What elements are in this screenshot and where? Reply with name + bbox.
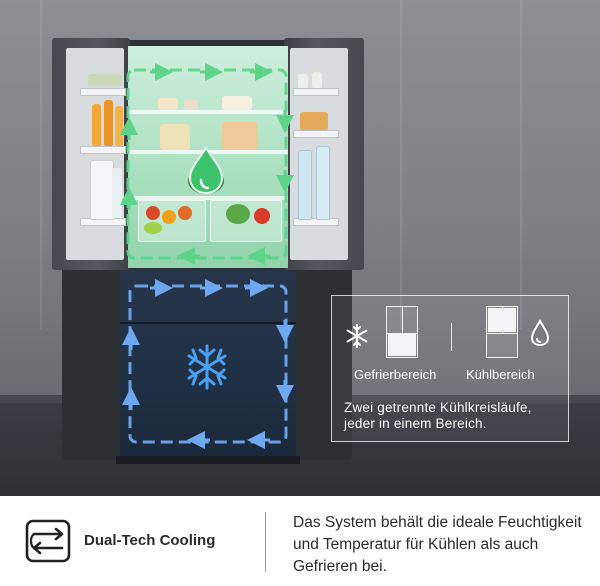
airflow-overlay [120, 63, 294, 449]
wall-panel-line [520, 0, 522, 330]
food-container [222, 96, 252, 110]
cabbage [226, 204, 250, 224]
glass-shelf [128, 110, 288, 114]
feature-banner [0, 496, 600, 586]
freezer-drawer-gap [120, 322, 296, 324]
wall-panel-line [400, 0, 402, 330]
egg [312, 72, 322, 88]
wall-panel-line [40, 0, 42, 330]
freezer-zone-label: Gefrierbereich [354, 367, 437, 382]
snowflake-icon [187, 344, 227, 390]
jar [88, 74, 122, 86]
water-drop-icon [188, 146, 224, 195]
fruit [144, 222, 162, 234]
fridge-diagram [486, 306, 518, 358]
banner-divider [265, 512, 266, 572]
egg [298, 74, 308, 88]
bottle [112, 168, 122, 218]
food-jar [160, 124, 190, 150]
fridge-base [116, 456, 300, 464]
fridge-flow-arrows [120, 63, 294, 265]
door-shelf [293, 130, 339, 138]
fruit [178, 206, 192, 220]
info-box: Gefrierbereich Kühlbereich Zwei getrennt… [331, 295, 569, 442]
freezer-flow-arrows [122, 279, 294, 449]
snowflake-icon [346, 324, 368, 348]
water-drop-icon [530, 319, 550, 347]
food-container [158, 98, 178, 110]
kitchen-scene: Gefrierbereich Kühlbereich Zwei getrennt… [0, 0, 600, 496]
orange [162, 210, 176, 224]
box-divider [451, 323, 452, 351]
freezer-diagram [386, 306, 418, 358]
glass-shelf [128, 196, 288, 200]
door-shelf [80, 88, 126, 96]
pepper [254, 208, 270, 224]
jar [300, 112, 328, 130]
food-container [184, 100, 198, 110]
water-bottle [298, 150, 312, 220]
fridge-zone-label: Kühlbereich [466, 367, 535, 382]
juice-bottle [115, 106, 123, 146]
water-bottle [316, 146, 330, 220]
feature-description: Das System behält die ideale Feuchtigkei… [293, 514, 582, 575]
dual-circuit-icon [25, 519, 71, 563]
juice-bottle [92, 104, 101, 146]
juice-bottle [104, 100, 113, 146]
door-shelf [80, 146, 126, 154]
feature-title: Dual-Tech Cooling [84, 532, 216, 549]
door-shelf [293, 88, 339, 96]
food-box [222, 122, 258, 150]
tomato [146, 206, 160, 220]
info-caption: Zwei getrennte Kühlkreisläufe, jeder in … [344, 400, 532, 431]
